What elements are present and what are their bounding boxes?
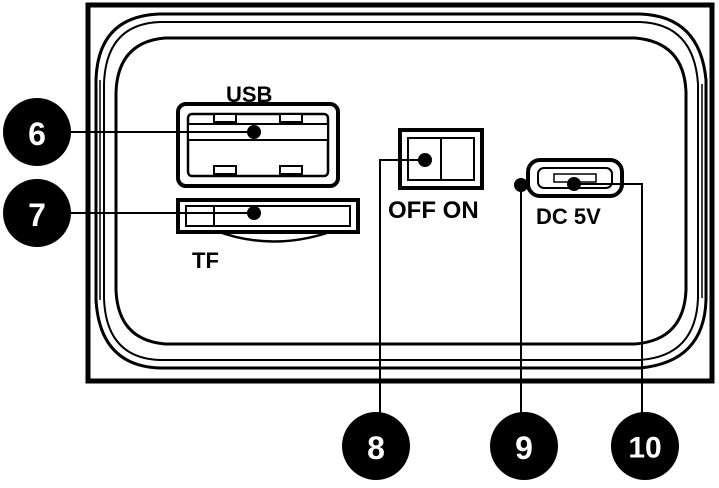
leader-dot-10 <box>567 177 581 191</box>
leader-dot-7 <box>247 206 261 220</box>
callout-7-number: 7 <box>28 197 46 233</box>
callout-6-number: 6 <box>28 116 46 152</box>
callout-8-number: 8 <box>367 430 385 466</box>
leader-dot-8 <box>418 153 432 167</box>
callout-9: 9 <box>490 412 558 480</box>
leader-dot-6 <box>247 125 261 139</box>
dc-5v-label: DC 5V <box>536 204 601 229</box>
usb-port <box>178 104 338 186</box>
switch-label: OFF ON <box>388 197 479 224</box>
callout-10-number: 10 <box>628 432 661 465</box>
tf-label: TF <box>192 248 219 273</box>
callout-9-number: 9 <box>515 430 533 466</box>
charging-indicator <box>514 178 528 192</box>
callout-10: 10 <box>611 412 679 480</box>
callout-7: 7 <box>3 179 71 247</box>
usb-label: USB <box>226 82 272 107</box>
callout-8: 8 <box>342 412 410 480</box>
callout-6: 6 <box>3 98 71 166</box>
